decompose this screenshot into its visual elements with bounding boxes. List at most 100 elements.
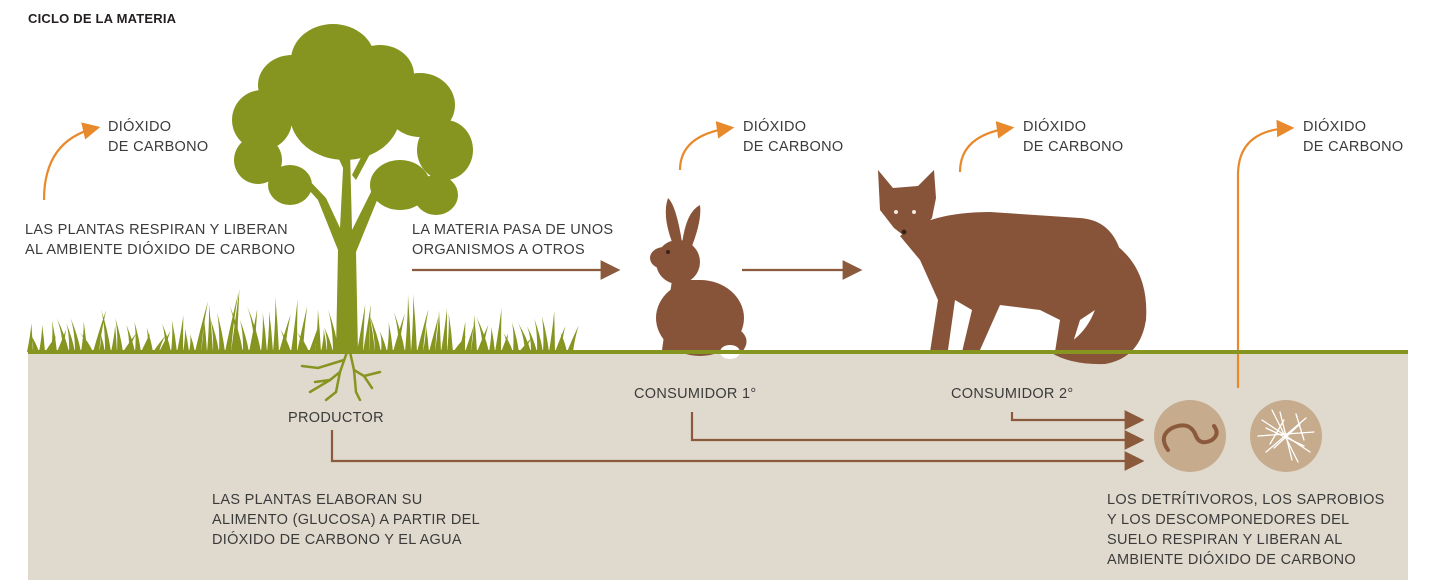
grass-blade <box>273 297 279 352</box>
grass-blade <box>435 310 441 352</box>
grass-blade <box>459 321 466 352</box>
co2-arrow-decomposers <box>1236 119 1295 388</box>
grass-blade <box>80 332 93 352</box>
producer-label: PRODUCTOR <box>288 410 384 426</box>
grass-blade <box>146 327 153 352</box>
co2-label-consumer1: DIÓXIDO DE CARBONO <box>743 119 844 155</box>
co2-label-producer: DIÓXIDO DE CARBONO <box>108 119 209 155</box>
matter-passes-text: LA MATERIA PASA DE UNOS ORGANISMOS A OTR… <box>412 222 614 258</box>
grass-blade <box>201 317 207 352</box>
grass-blade <box>560 332 567 352</box>
co2-label-decomposers: DIÓXIDO DE CARBONO <box>1303 119 1404 155</box>
grass-blade <box>495 308 502 352</box>
consumer1-label: CONSUMIDOR 1° <box>634 386 757 402</box>
tree-icon <box>232 24 473 352</box>
grass-blade <box>471 314 477 352</box>
grass-blade <box>171 319 177 352</box>
grass-blade <box>297 306 308 352</box>
grass-blade <box>339 333 345 352</box>
grass-blade <box>210 318 219 352</box>
grass-blade <box>216 312 225 352</box>
grass-blade <box>339 325 351 352</box>
grass-blade <box>363 304 371 352</box>
flow-arrow-hare-to-soil <box>690 412 1145 450</box>
grass-blade <box>541 315 549 352</box>
grass-blade <box>527 326 537 352</box>
fungi-icon <box>1250 400 1322 472</box>
grass-icon <box>27 288 579 352</box>
grass-blade <box>247 306 261 352</box>
grass-blade <box>207 303 213 352</box>
grass-blade <box>279 314 291 352</box>
grass-blade <box>567 325 579 352</box>
grass-blade <box>225 293 239 352</box>
grass-blade <box>239 319 249 352</box>
grass-blade <box>66 323 75 352</box>
grass-blade <box>411 293 417 352</box>
grass-blade <box>447 313 453 352</box>
grass-blade <box>56 318 69 352</box>
grass-blade <box>368 312 375 352</box>
grass-blade <box>261 312 267 352</box>
grass-blade <box>476 316 489 352</box>
grass-blade <box>280 329 291 352</box>
worm-icon <box>1154 400 1226 472</box>
plants-make-food-text: LAS PLANTAS ELABORAN SU ALIMENTO (GLUCOS… <box>212 492 480 548</box>
plants-breathe-text: LAS PLANTAS RESPIRAN Y LIBERAN AL AMBIEN… <box>25 222 296 258</box>
detritivores-text: LOS DETRÍTIVOROS, LOS SAPROBIOS Y LOS DE… <box>1107 492 1385 568</box>
flow-arrow-fox-to-soil <box>1010 410 1145 430</box>
grass-blade <box>465 326 474 352</box>
diagram-title: CICLO DE LA MATERIA <box>28 11 177 26</box>
grass-blade <box>134 321 141 352</box>
co2-arrow-consumer2 <box>958 121 1015 173</box>
grass-blade <box>291 299 298 352</box>
roots-icon <box>300 350 382 402</box>
grass-blade <box>27 323 33 352</box>
grass-blade <box>315 309 321 352</box>
grass-blade <box>387 322 393 352</box>
grass-blade <box>379 331 387 352</box>
grass-blade <box>267 310 273 352</box>
fox-icon <box>878 170 1147 365</box>
grass-blade <box>368 313 381 352</box>
co2-arrow-consumer1 <box>678 121 735 171</box>
ground-line <box>28 350 1408 354</box>
grass-blade <box>195 301 209 352</box>
grass-blade <box>417 308 429 352</box>
grass-blade <box>229 304 243 352</box>
grass-blade <box>511 322 519 352</box>
grass-blade <box>126 324 135 352</box>
grass-blade <box>183 328 189 352</box>
co2-label-consumer2: DIÓXIDO DE CARBONO <box>1023 119 1124 155</box>
grass-blade <box>549 310 555 352</box>
hare-icon <box>650 198 747 359</box>
grass-blade <box>153 335 166 352</box>
grass-blade <box>423 325 429 352</box>
grass-blade <box>101 309 111 352</box>
grass-blade <box>141 333 151 352</box>
grass-blade <box>429 316 439 352</box>
grass-blade <box>51 320 57 352</box>
grass-blade <box>189 334 195 352</box>
grass-blade <box>441 308 447 352</box>
grass-blade <box>115 317 123 352</box>
grass-blade <box>393 311 405 352</box>
grass-blade <box>501 333 508 352</box>
grass-blade <box>489 326 495 352</box>
grass-blade <box>162 323 171 352</box>
consumer2-label: CONSUMIDOR 2° <box>951 386 1074 402</box>
grass-blade <box>111 325 117 352</box>
co2-arrow-producer <box>42 122 101 201</box>
grass-blade <box>309 323 320 352</box>
grass-blade <box>503 332 513 352</box>
grass-blade <box>357 304 366 352</box>
grass-blade <box>321 329 327 352</box>
grass-blade <box>296 332 309 352</box>
grass-blade <box>328 309 339 352</box>
grass-blade <box>177 315 184 352</box>
grass-blade <box>159 330 171 352</box>
grass-blade <box>517 322 531 352</box>
grass-blade <box>405 294 411 352</box>
grass-blade <box>39 324 45 352</box>
